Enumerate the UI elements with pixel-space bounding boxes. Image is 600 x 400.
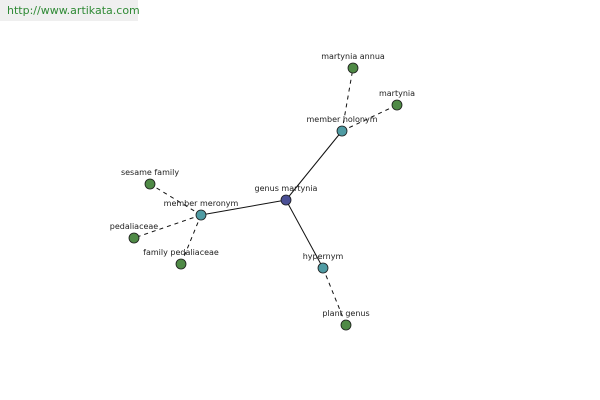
node-marker[interactable] xyxy=(347,62,359,74)
node-root[interactable]: genus martynia xyxy=(255,184,318,206)
node-family-pedaliaceae[interactable]: family pedaliaceae xyxy=(143,248,219,270)
edge-holonym-martynia xyxy=(341,104,398,132)
node-label: plant genus xyxy=(322,309,369,318)
node-marker[interactable] xyxy=(340,319,352,331)
node-label: family pedaliaceae xyxy=(143,248,219,257)
node-label: pedaliaceae xyxy=(110,222,159,231)
edge-hypernym-plant_genus xyxy=(322,267,347,326)
graph-nodes: genus martynia member holonym member meron… xyxy=(110,52,415,331)
node-label: member meronym xyxy=(164,199,239,208)
node-sesame-family[interactable]: sesame family xyxy=(121,168,179,190)
node-marker[interactable] xyxy=(391,99,403,111)
node-hypernym[interactable]: hypernym xyxy=(303,252,344,274)
node-marker[interactable] xyxy=(317,262,329,274)
node-label: sesame family xyxy=(121,168,179,177)
edge-root-meronym xyxy=(200,199,287,216)
node-holonym[interactable]: member holonym xyxy=(306,115,378,137)
graph-edges xyxy=(133,67,398,326)
node-pedaliaceae[interactable]: pedaliaceae xyxy=(110,222,159,244)
node-label: martynia annua xyxy=(321,52,385,61)
edge-meronym-pedaliaceae xyxy=(133,214,202,239)
edge-root-holonym xyxy=(285,130,343,201)
source-url-banner[interactable]: http://www.artikata.com xyxy=(0,0,140,21)
node-label: member holonym xyxy=(306,115,377,124)
edge-holonym-martynia_annua xyxy=(341,67,354,132)
node-marker[interactable] xyxy=(175,258,187,270)
node-marker[interactable] xyxy=(195,209,207,221)
node-meronym[interactable]: member meronym xyxy=(164,199,239,221)
node-marker[interactable] xyxy=(280,194,292,206)
edge-meronym-sesame_family xyxy=(149,183,202,216)
node-marker[interactable] xyxy=(128,232,140,244)
edge-root-hypernym xyxy=(285,199,324,269)
node-label: hypernym xyxy=(303,252,344,261)
node-marker[interactable] xyxy=(336,125,348,137)
node-label: genus martynia xyxy=(255,184,318,193)
node-label: martynia xyxy=(379,89,415,98)
edge-meronym-family_pedaliaceae xyxy=(180,214,202,265)
node-marker[interactable] xyxy=(144,178,156,190)
node-martynia[interactable]: martynia xyxy=(379,89,415,111)
node-plant-genus[interactable]: plant genus xyxy=(322,309,370,331)
node-martynia-annua[interactable]: martynia annua xyxy=(321,52,385,74)
